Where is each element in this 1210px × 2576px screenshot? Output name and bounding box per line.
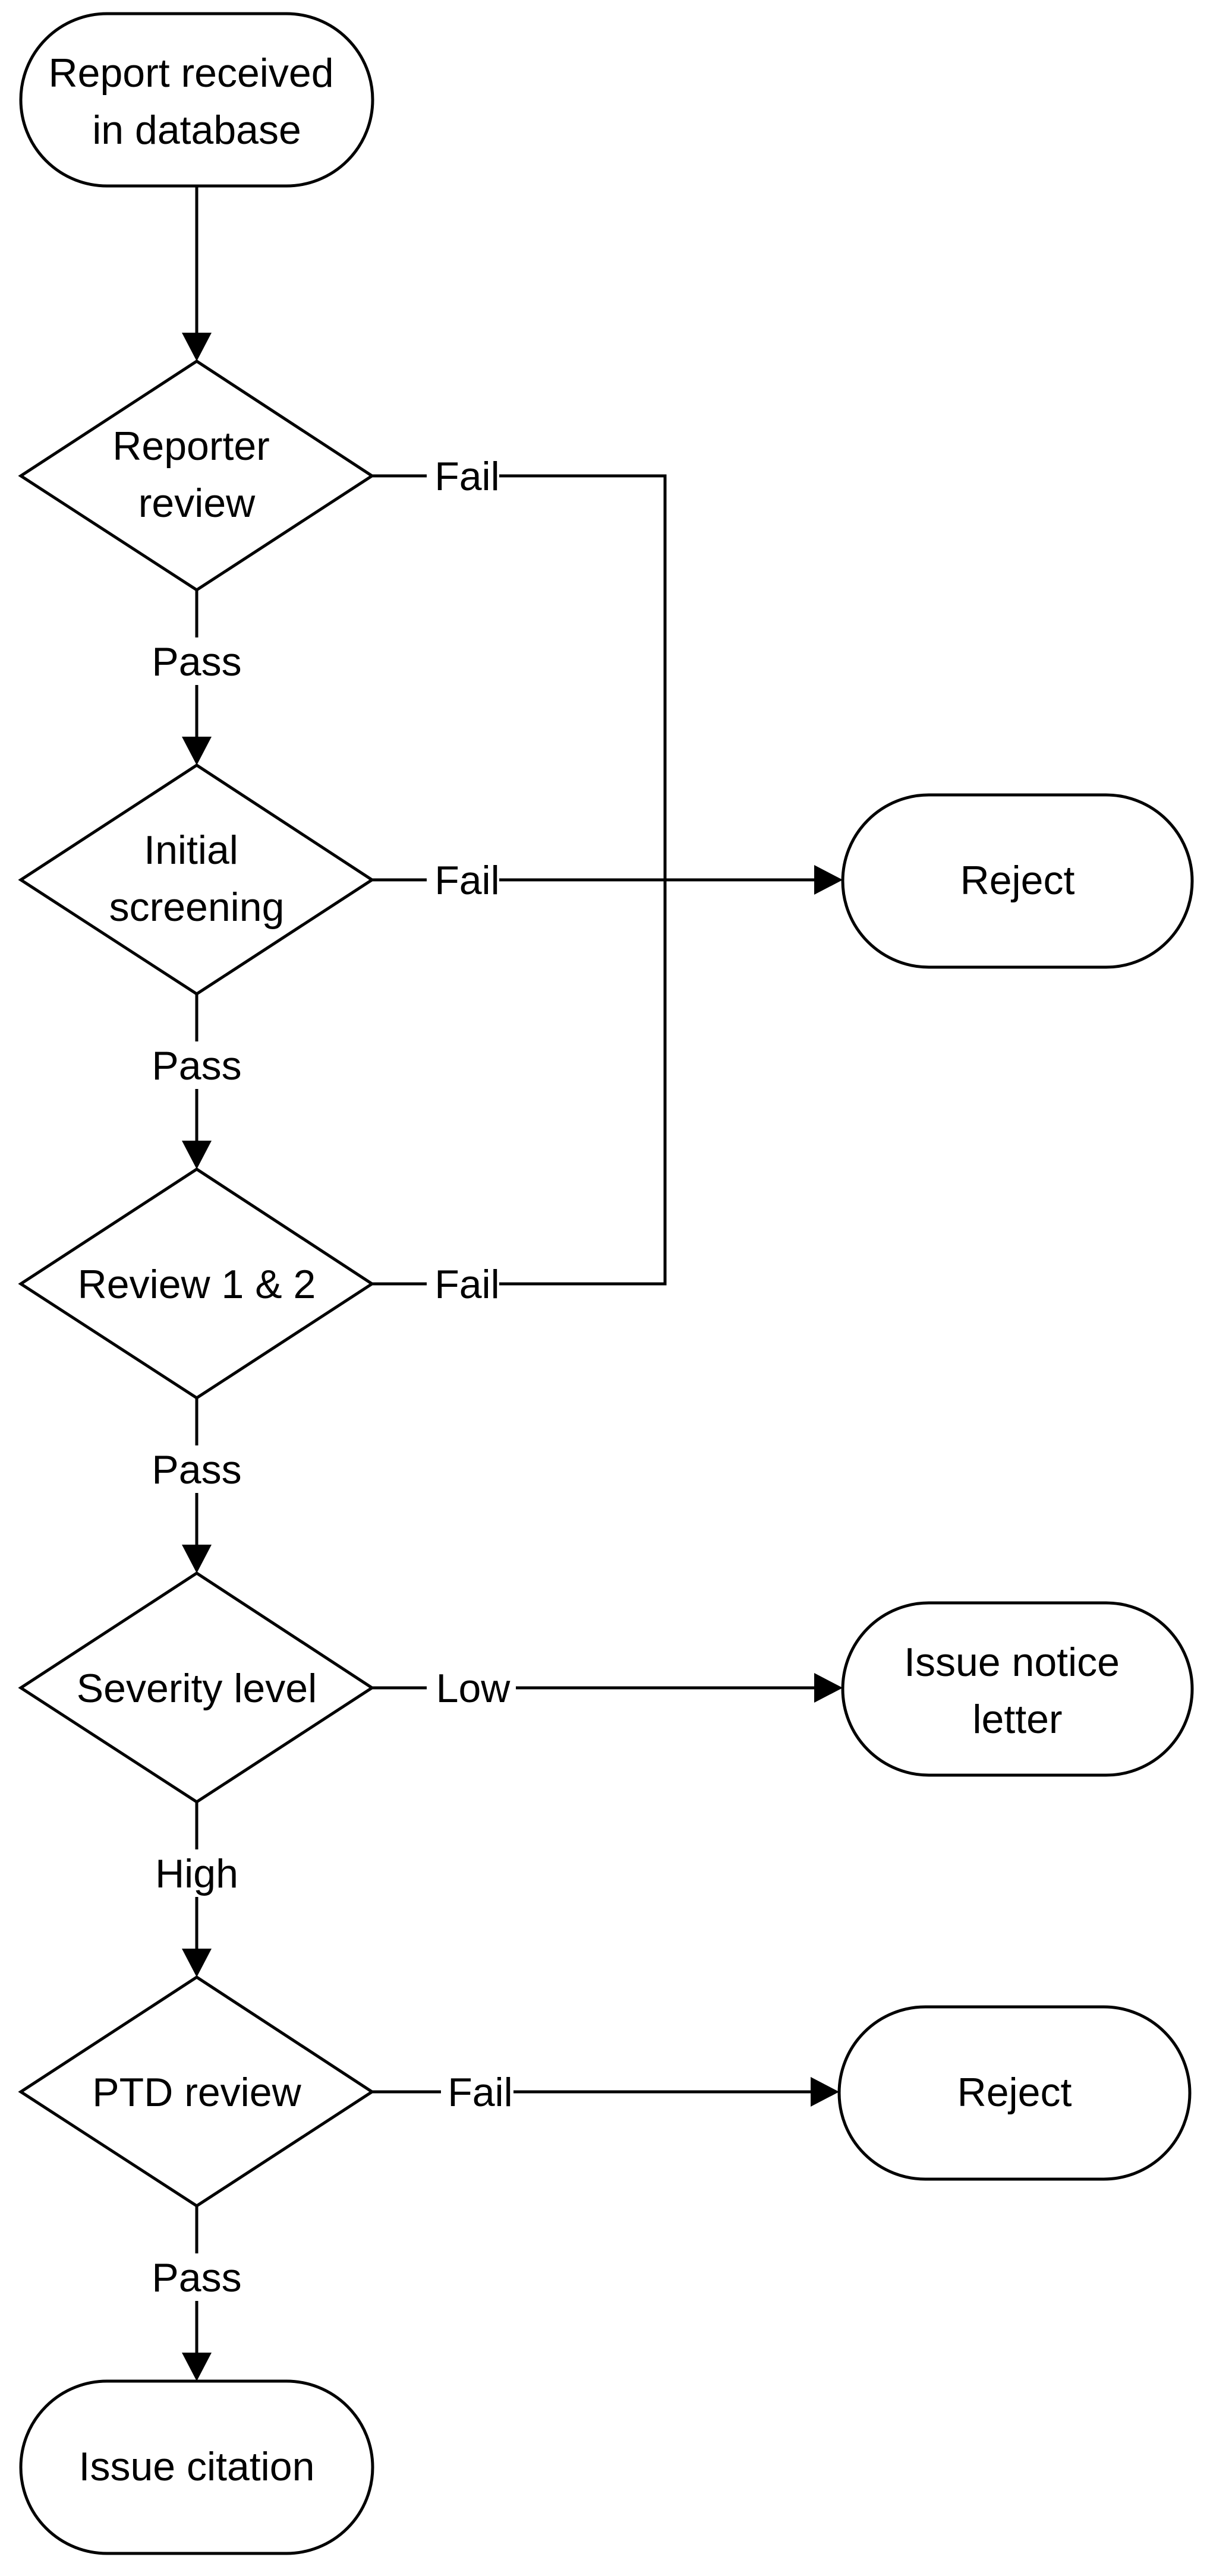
node-review-1-2-label: Review 1 & 2	[78, 1262, 316, 1307]
arrowhead-issue-citation	[182, 2353, 212, 2381]
edge-label-severity-level-high: High	[155, 1851, 238, 1896]
node-start-line-1: Report received	[49, 50, 334, 96]
node-issue-citation-label: Issue citation	[79, 2444, 315, 2489]
node-initial-screening: Initial screening	[18, 763, 375, 996]
node-issue-notice-letter-line-2: letter	[972, 1697, 1062, 1742]
node-initial-screening-label: Initial screening	[109, 828, 285, 930]
node-issue-notice-letter-label: Issue notice letter	[904, 1640, 1131, 1742]
arrowhead-ptd-review	[182, 1949, 212, 1977]
arrowhead-reject-2	[811, 2077, 839, 2107]
arrowhead-reporter-review	[182, 333, 212, 361]
node-ptd-review: PTD review	[18, 1975, 375, 2208]
edge-label-ptd-review-fail: Fail	[448, 2070, 513, 2115]
node-start-line-2: in database	[92, 108, 301, 153]
connectors	[182, 186, 843, 2381]
arrowhead-severity-level	[182, 1545, 212, 1573]
node-review-1-2: Review 1 & 2	[18, 1167, 375, 1400]
node-reporter-review-line-2: review	[138, 481, 256, 526]
node-reporter-review-line-1: Reporter	[112, 424, 270, 469]
arrowhead-initial-screening	[182, 737, 212, 765]
node-reporter-review: Reporter review	[18, 359, 375, 592]
node-reporter-review-label: Reporter review	[112, 424, 281, 526]
edge-label-ptd-review-pass: Pass	[152, 2255, 241, 2300]
node-ptd-review-label: PTD review	[92, 2070, 301, 2115]
edge-label-severity-level-low: Low	[436, 1666, 511, 1711]
node-start: Report received in database	[19, 12, 374, 188]
arrowhead-review-1-2	[182, 1141, 212, 1169]
edge-label-reporter-review-fail: Fail	[434, 454, 500, 499]
edge-label-reporter-review-pass: Pass	[152, 639, 241, 684]
node-reject-1: Reject	[841, 793, 1194, 969]
node-severity-level-label: Severity level	[77, 1666, 317, 1711]
node-start-label: Report received in database	[49, 50, 345, 153]
node-reject-2-label: Reject	[957, 2070, 1072, 2115]
node-reject-2: Reject	[837, 2005, 1192, 2181]
node-initial-screening-line-2: screening	[109, 885, 285, 930]
arrowhead-reject-1	[814, 865, 843, 895]
node-initial-screening-line-1: Initial	[144, 828, 238, 873]
edge-label-initial-screening-pass: Pass	[152, 1043, 241, 1088]
node-issue-citation: Issue citation	[19, 2379, 374, 2555]
arrowhead-issue-notice-letter	[814, 1673, 843, 1703]
node-issue-notice-letter: Issue notice letter	[841, 1601, 1194, 1777]
node-reject-1-label: Reject	[960, 858, 1075, 903]
edge-label-initial-screening-fail: Fail	[434, 858, 500, 903]
edge-label-review-1-2-fail: Fail	[434, 1262, 500, 1307]
edge-label-review-1-2-pass: Pass	[152, 1447, 241, 1492]
node-issue-notice-letter-line-1: Issue notice	[904, 1640, 1120, 1685]
edge-labels: Fail Pass Fail Pass Fail Pass Low High F…	[149, 452, 516, 2301]
node-severity-level: Severity level	[18, 1571, 375, 1804]
